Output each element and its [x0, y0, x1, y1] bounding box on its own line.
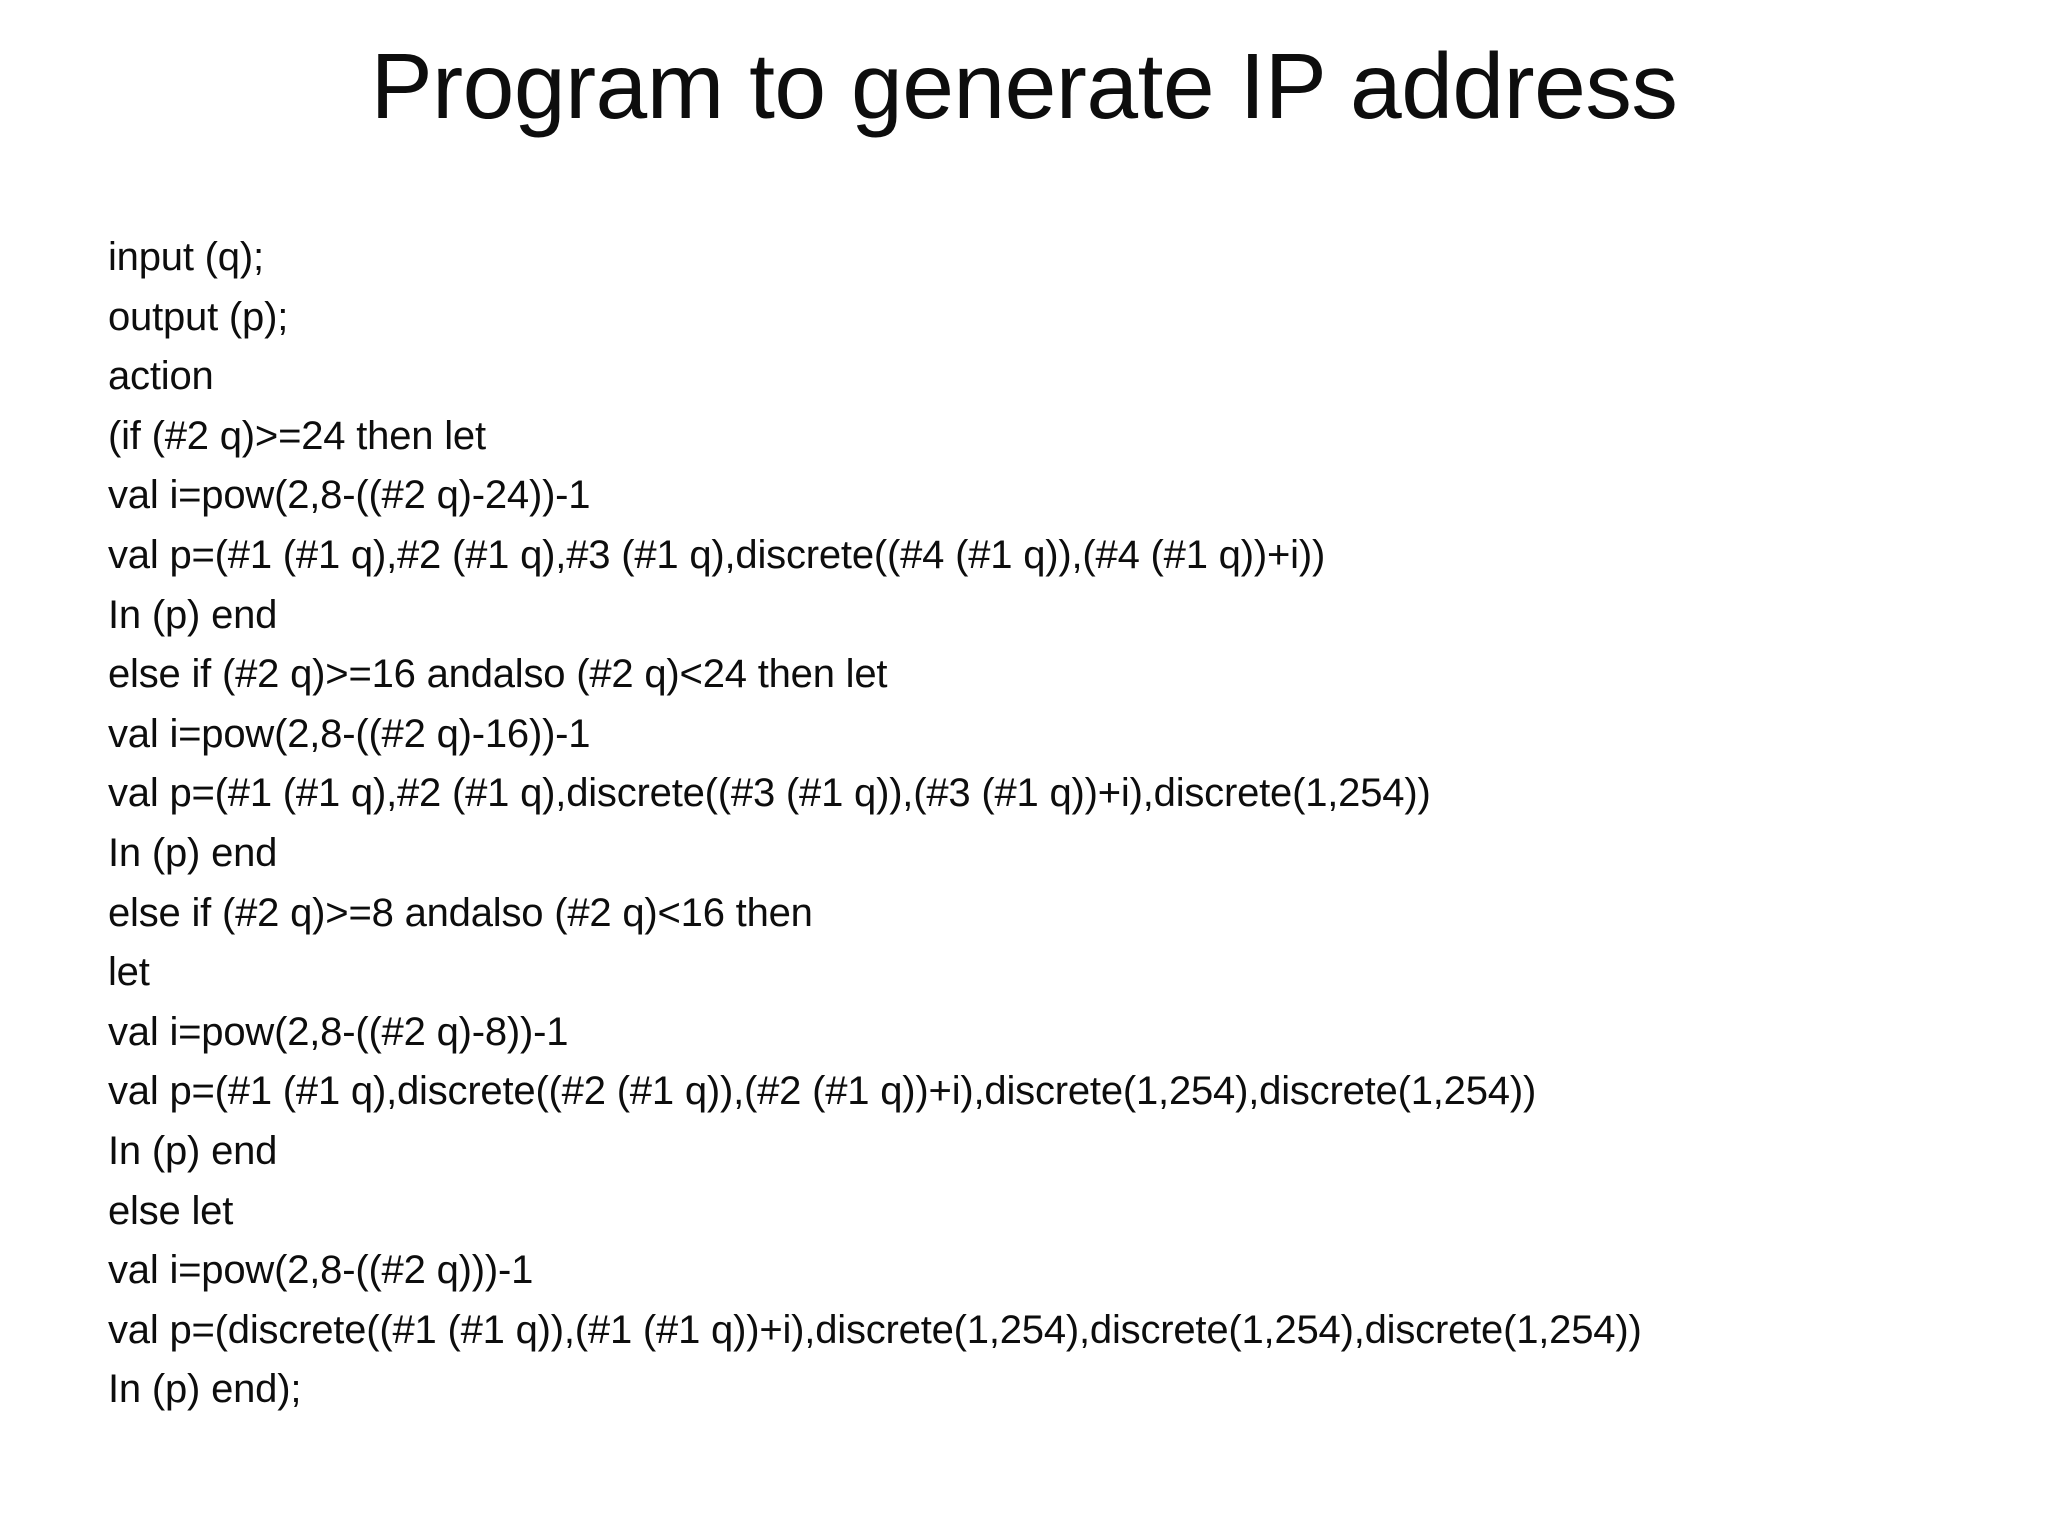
code-line: val p=(#1 (#1 q),discrete((#2 (#1 q)),(#…	[108, 1069, 1537, 1114]
code-line: val i=pow(2,8-((#2 q)-24))-1	[108, 473, 591, 518]
code-line: (if (#2 q)>=24 then let	[108, 413, 486, 458]
code-line: In (p) end	[108, 1128, 278, 1173]
code-line: val p=(discrete((#1 (#1 q)),(#1 (#1 q))+…	[108, 1307, 1642, 1352]
code-line: else let	[108, 1188, 234, 1233]
code-block: input (q); output (p); action (if (#2 q)…	[108, 228, 1988, 1420]
code-line: In (p) end);	[108, 1367, 302, 1412]
code-line: val i=pow(2,8-((#2 q)-16))-1	[108, 711, 591, 756]
code-line: action	[108, 354, 214, 399]
code-line: val p=(#1 (#1 q),#2 (#1 q),#3 (#1 q),dis…	[108, 532, 1326, 577]
code-line: val i=pow(2,8-((#2 q)))-1	[108, 1248, 534, 1293]
code-line: else if (#2 q)>=16 andalso (#2 q)<24 the…	[108, 652, 888, 697]
slide-title: Program to generate IP address	[370, 34, 1678, 138]
code-line: else if (#2 q)>=8 andalso (#2 q)<16 then	[108, 890, 813, 935]
code-line: val p=(#1 (#1 q),#2 (#1 q),discrete((#3 …	[108, 771, 1431, 816]
code-line: input (q);	[108, 235, 264, 279]
code-line: val i=pow(2,8-((#2 q)-8))-1	[108, 1009, 569, 1054]
code-line: let	[108, 950, 150, 995]
code-line: In (p) end	[108, 592, 278, 637]
code-line: In (p) end	[108, 830, 278, 875]
code-line: output (p);	[108, 294, 289, 339]
